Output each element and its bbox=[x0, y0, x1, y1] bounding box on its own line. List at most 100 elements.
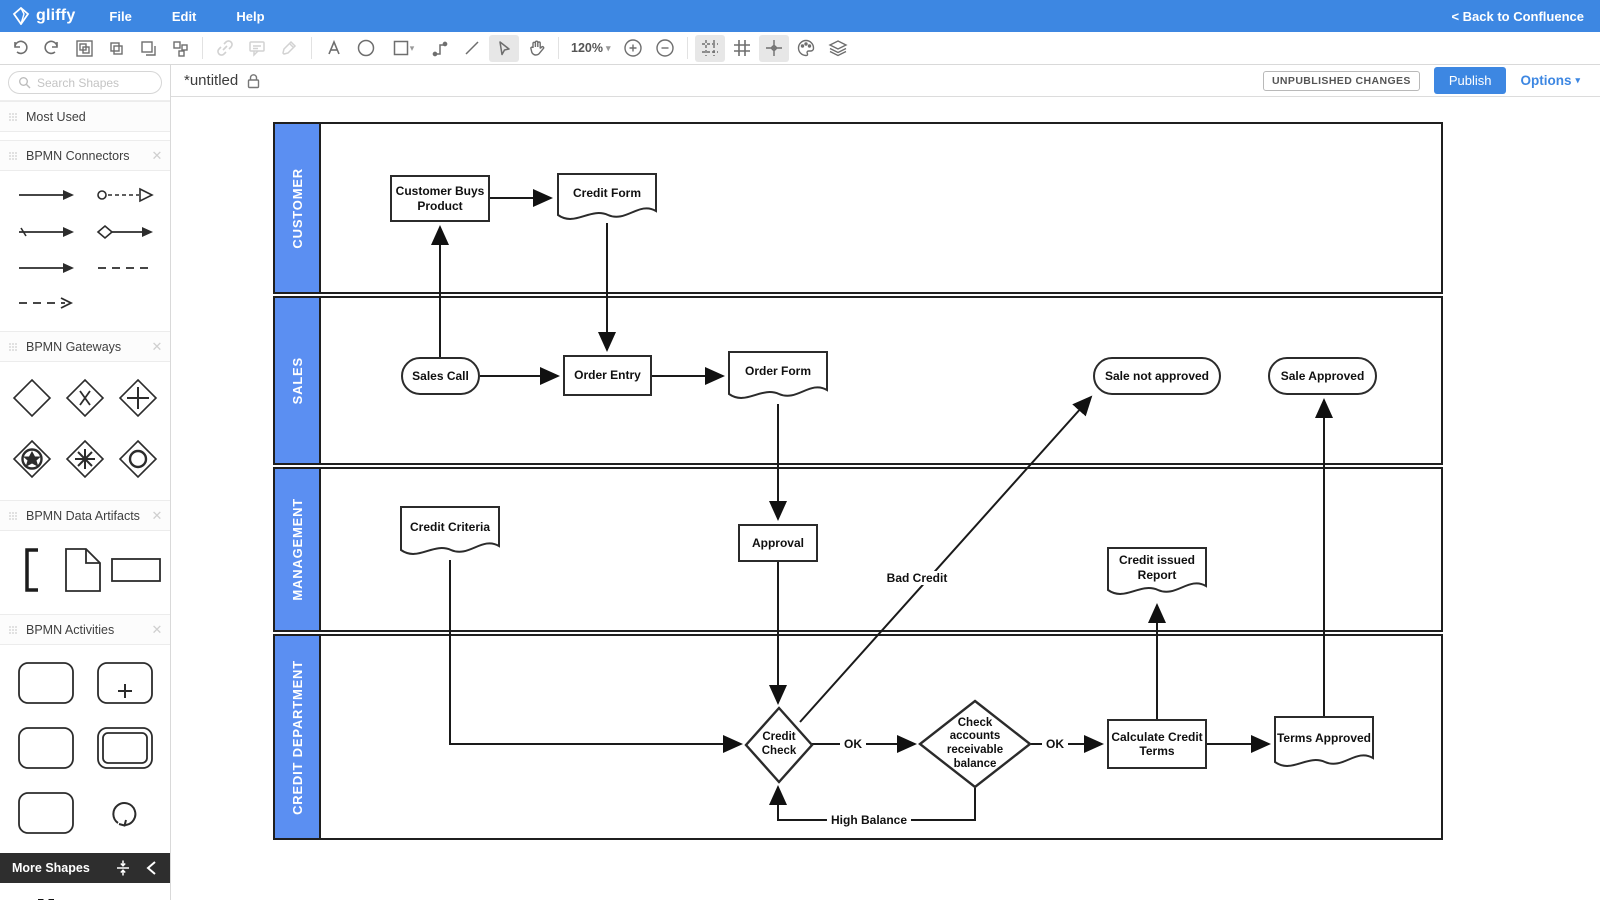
copy-icon[interactable] bbox=[101, 35, 131, 62]
node-order-form[interactable]: Order Form bbox=[728, 351, 828, 404]
pan-tool-icon[interactable] bbox=[521, 35, 551, 62]
lane-band[interactable]: SALES bbox=[275, 298, 321, 463]
drag-handle-icon[interactable] bbox=[0, 625, 26, 635]
publish-button[interactable]: Publish bbox=[1433, 67, 1507, 94]
shape-task-plain[interactable] bbox=[15, 718, 77, 783]
node-order-entry[interactable]: Order Entry bbox=[563, 355, 652, 396]
shape-task-rounded[interactable] bbox=[15, 783, 77, 848]
shape-gateway-exclusive[interactable] bbox=[10, 370, 54, 431]
arrange-icon[interactable] bbox=[165, 35, 195, 62]
node-approval[interactable]: Approval bbox=[738, 524, 818, 562]
shape-default-flow[interactable] bbox=[94, 216, 156, 253]
node-calculate-credit-terms[interactable]: Calculate Credit Terms bbox=[1107, 719, 1207, 769]
zoom-in-icon[interactable] bbox=[618, 35, 648, 62]
document-shape bbox=[400, 506, 500, 555]
grid-icon[interactable] bbox=[727, 35, 757, 62]
shape-group-bracket[interactable] bbox=[20, 540, 44, 605]
node-label: Sale Approved bbox=[1280, 368, 1365, 383]
node-credit-form[interactable]: Credit Form bbox=[557, 173, 657, 225]
menu-file[interactable]: File bbox=[109, 8, 132, 24]
chevron-left-icon[interactable] bbox=[146, 860, 157, 876]
node-label: Sale not approved bbox=[1104, 368, 1210, 383]
node-label: Credit Form bbox=[572, 185, 641, 200]
shape-transaction[interactable] bbox=[94, 718, 156, 783]
connector-edges bbox=[431, 189, 1333, 821]
lane-band[interactable]: CREDIT DEPARTMENT bbox=[275, 636, 321, 838]
shape-task[interactable] bbox=[15, 653, 77, 718]
search-box[interactable] bbox=[8, 71, 162, 94]
shape-annotation-rect[interactable] bbox=[108, 549, 164, 596]
duplicate-icon[interactable] bbox=[133, 35, 163, 62]
shape-gateway-inclusive[interactable] bbox=[116, 431, 160, 492]
node-credit-criteria[interactable]: Credit Criteria bbox=[400, 506, 500, 560]
rect-tool-icon[interactable]: ▾ bbox=[383, 35, 423, 62]
close-icon[interactable]: ✕ bbox=[151, 507, 163, 523]
menu-edit[interactable]: Edit bbox=[171, 8, 197, 24]
line-tool-icon[interactable] bbox=[457, 35, 487, 62]
zoom-out-icon[interactable] bbox=[650, 35, 680, 62]
zoom-level-select[interactable]: 120%▾ bbox=[571, 41, 611, 55]
shape-pause-marker[interactable] bbox=[32, 889, 60, 900]
shape-message-flow[interactable] bbox=[94, 179, 156, 216]
shape-conditional-flow[interactable] bbox=[15, 217, 77, 252]
node-sale-approved[interactable]: Sale Approved bbox=[1268, 357, 1377, 395]
search-input[interactable] bbox=[37, 75, 147, 90]
node-customer-buys-product[interactable]: Customer Buys Product bbox=[390, 175, 490, 222]
node-terms-approved[interactable]: Terms Approved bbox=[1274, 716, 1374, 772]
ellipse-tool-icon[interactable] bbox=[351, 35, 381, 62]
lane-band[interactable]: MANAGEMENT bbox=[275, 469, 321, 630]
redo-icon[interactable] bbox=[37, 35, 67, 62]
layers-icon[interactable] bbox=[823, 35, 853, 62]
close-icon[interactable]: ✕ bbox=[151, 338, 163, 354]
node-sales-call[interactable]: Sales Call bbox=[401, 357, 480, 395]
shape-gateway-parallel[interactable] bbox=[116, 370, 160, 431]
more-shapes-bar[interactable]: More Shapes bbox=[0, 853, 170, 883]
section-bpmn-activities[interactable]: BPMN Activities ✕ bbox=[0, 614, 170, 645]
shape-loop-marker[interactable] bbox=[106, 788, 144, 843]
drag-handle-icon[interactable] bbox=[0, 112, 26, 122]
lane-band[interactable]: CUSTOMER bbox=[275, 124, 321, 292]
shape-dashed-line[interactable] bbox=[94, 253, 156, 288]
toolbar: ▾ 120%▾ bbox=[0, 32, 1600, 65]
paste-style-icon[interactable] bbox=[69, 35, 99, 62]
diagram-canvas[interactable]: CUSTOMER SALES MANAGEMENT CREDIT DEPARTM… bbox=[171, 97, 1600, 900]
connector-tool-icon[interactable] bbox=[425, 35, 455, 62]
edge-label-high-balance: High Balance bbox=[826, 813, 912, 827]
node-credit-check[interactable]: Credit Check bbox=[744, 706, 814, 784]
drag-handle-icon[interactable] bbox=[0, 342, 26, 352]
section-most-used[interactable]: Most Used bbox=[0, 101, 170, 132]
shape-sequence-flow[interactable] bbox=[15, 180, 77, 215]
shape-directed-line[interactable] bbox=[15, 253, 77, 288]
collapse-sections-icon[interactable] bbox=[114, 859, 132, 877]
guides-icon[interactable] bbox=[694, 34, 725, 62]
shape-subprocess-plus[interactable] bbox=[94, 653, 156, 718]
toolbar-divider bbox=[311, 37, 312, 59]
section-bpmn-data-artifacts[interactable]: BPMN Data Artifacts ✕ bbox=[0, 500, 170, 531]
node-credit-issued-report[interactable]: Credit issued Report bbox=[1107, 547, 1207, 600]
text-tool-icon[interactable] bbox=[319, 35, 349, 62]
section-label: BPMN Gateways bbox=[26, 339, 122, 354]
shape-gateway-exclusive-x[interactable] bbox=[63, 370, 107, 431]
section-bpmn-connectors[interactable]: BPMN Connectors ✕ bbox=[0, 140, 170, 171]
close-icon[interactable]: ✕ bbox=[151, 147, 163, 163]
options-dropdown[interactable]: Options▾ bbox=[1520, 73, 1580, 88]
theme-icon[interactable] bbox=[791, 35, 821, 62]
drag-handle-icon[interactable] bbox=[0, 511, 26, 521]
node-check-accounts[interactable]: Check accounts receivable balance bbox=[918, 699, 1032, 789]
back-to-confluence-link[interactable]: < Back to Confluence bbox=[1451, 8, 1584, 24]
drag-handle-icon[interactable] bbox=[0, 151, 26, 161]
snap-icon[interactable] bbox=[758, 34, 789, 62]
undo-icon[interactable] bbox=[5, 35, 35, 62]
shape-dashed-open-arrow[interactable] bbox=[15, 288, 77, 323]
shape-gateway-complex[interactable] bbox=[63, 431, 107, 492]
document-title[interactable]: *untitled bbox=[184, 72, 239, 89]
shape-gateway-complex-star[interactable] bbox=[10, 431, 54, 492]
node-sale-not-approved[interactable]: Sale not approved bbox=[1093, 357, 1221, 395]
document-shape bbox=[557, 173, 657, 220]
node-label: Calculate Credit Terms bbox=[1111, 729, 1203, 758]
menu-help[interactable]: Help bbox=[236, 8, 265, 24]
close-icon[interactable]: ✕ bbox=[151, 621, 163, 637]
section-bpmn-gateways[interactable]: BPMN Gateways ✕ bbox=[0, 331, 170, 362]
shape-data-object[interactable] bbox=[62, 539, 104, 606]
pointer-tool-icon[interactable] bbox=[489, 34, 519, 62]
